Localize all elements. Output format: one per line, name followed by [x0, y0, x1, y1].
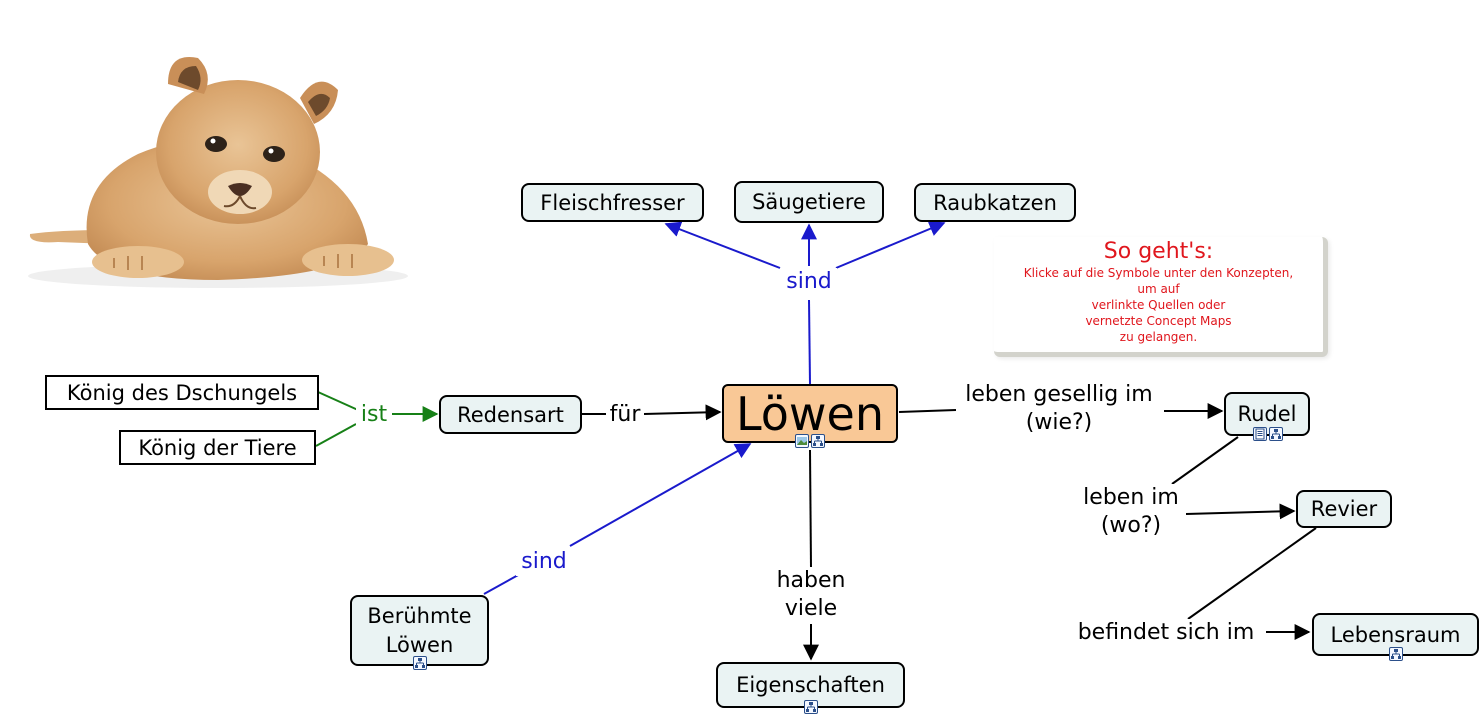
note-line: um auf [1137, 282, 1180, 296]
arrow-leben-im-revier [1185, 503, 1296, 520]
link-label-leben-im: leben im (wo?) [1076, 484, 1186, 540]
concept-beruehmte-line1: Berühmte [367, 603, 472, 628]
concept-fleischfresser[interactable]: Fleischfresser [521, 183, 704, 222]
link-label-sind-bottom: sind [516, 548, 572, 576]
concept-koenig-der-tiere[interactable]: König der Tiere [119, 430, 316, 465]
link-label-leben-im-line1: leben im [1083, 485, 1179, 510]
concept-beruehmte-loewen[interactable]: Berühmte Löwen [350, 595, 489, 666]
link-label-leben-im-line2: (wo?) [1100, 513, 1162, 538]
link-label-leben-gesellig-line2: (wie?) [1025, 410, 1093, 435]
lebensraum-resource-icons [1389, 647, 1403, 661]
rudel-resource-icons [1253, 427, 1283, 441]
instruction-note: So geht's: Klicke auf die Symbole unter … [994, 237, 1328, 357]
note-line: verlinkte Quellen oder [1091, 298, 1226, 312]
note-line: zu gelangen. [1119, 330, 1198, 344]
link-label-fuer: für [606, 401, 644, 429]
link-beruehmte-sind [483, 573, 521, 595]
concept-rudel[interactable]: Rudel [1224, 392, 1310, 436]
concept-map-icon[interactable] [1269, 427, 1283, 441]
concept-raubkatzen[interactable]: Raubkatzen [914, 183, 1076, 222]
link-rudel-leben-im [1171, 436, 1239, 485]
concept-map-icon[interactable] [1389, 647, 1403, 661]
concept-beruehmte-line2: Löwen [385, 632, 454, 657]
beruehmte-resource-icons [413, 656, 427, 670]
link-label-leben-gesellig-line1: leben gesellig im [965, 382, 1153, 407]
concept-loewen[interactable]: Löwen [722, 384, 898, 443]
link-loewen-haben [809, 449, 812, 569]
note-title: So geht's: [1103, 239, 1214, 264]
link-loewen-sind-top [808, 299, 811, 385]
image-icon[interactable] [795, 434, 809, 448]
link-label-haben-line1: haben [776, 568, 846, 593]
link-revier-befindet [1187, 527, 1317, 620]
link-label-haben-viele: haben viele [766, 567, 856, 623]
arrow-fuer-loewen [643, 404, 722, 421]
concept-lebensraum[interactable]: Lebensraum [1312, 613, 1479, 656]
link-label-leben-gesellig: leben gesellig im (wie?) [956, 381, 1162, 437]
eigenschaften-resource-icons [804, 700, 818, 714]
concept-revier[interactable]: Revier [1296, 490, 1392, 528]
link-label-sind-top: sind [781, 268, 837, 296]
loewen-resource-icons [795, 434, 825, 448]
note-line: vernetzte Concept Maps [1085, 314, 1232, 328]
link-label-haben-line2: viele [784, 596, 838, 621]
lion-cub-photo [28, 57, 408, 288]
link-koenig-tiere-ist [315, 423, 357, 447]
document-icon[interactable] [1253, 427, 1267, 441]
link-label-befindet: befindet sich im [1068, 619, 1264, 647]
concept-map-icon[interactable] [811, 434, 825, 448]
arrow-sind-raubkatzen [835, 221, 946, 269]
arrow-sind-loewen [569, 443, 752, 547]
concept-map-icon[interactable] [413, 656, 427, 670]
link-label-ist: ist [356, 401, 392, 429]
concept-koenig-des-dschungels[interactable]: König des Dschungels [45, 375, 319, 410]
concept-redensart[interactable]: Redensart [439, 395, 582, 434]
note-line: Klicke auf die Symbole unter den Konzept… [1023, 266, 1294, 280]
concept-map-icon[interactable] [804, 700, 818, 714]
link-loewen-leben-gesellig [898, 409, 957, 413]
arrow-sind-fleischfresser [664, 221, 781, 269]
link-koenig-dschungel-ist [317, 391, 359, 411]
concept-saeugetiere[interactable]: Säugetiere [734, 181, 884, 223]
